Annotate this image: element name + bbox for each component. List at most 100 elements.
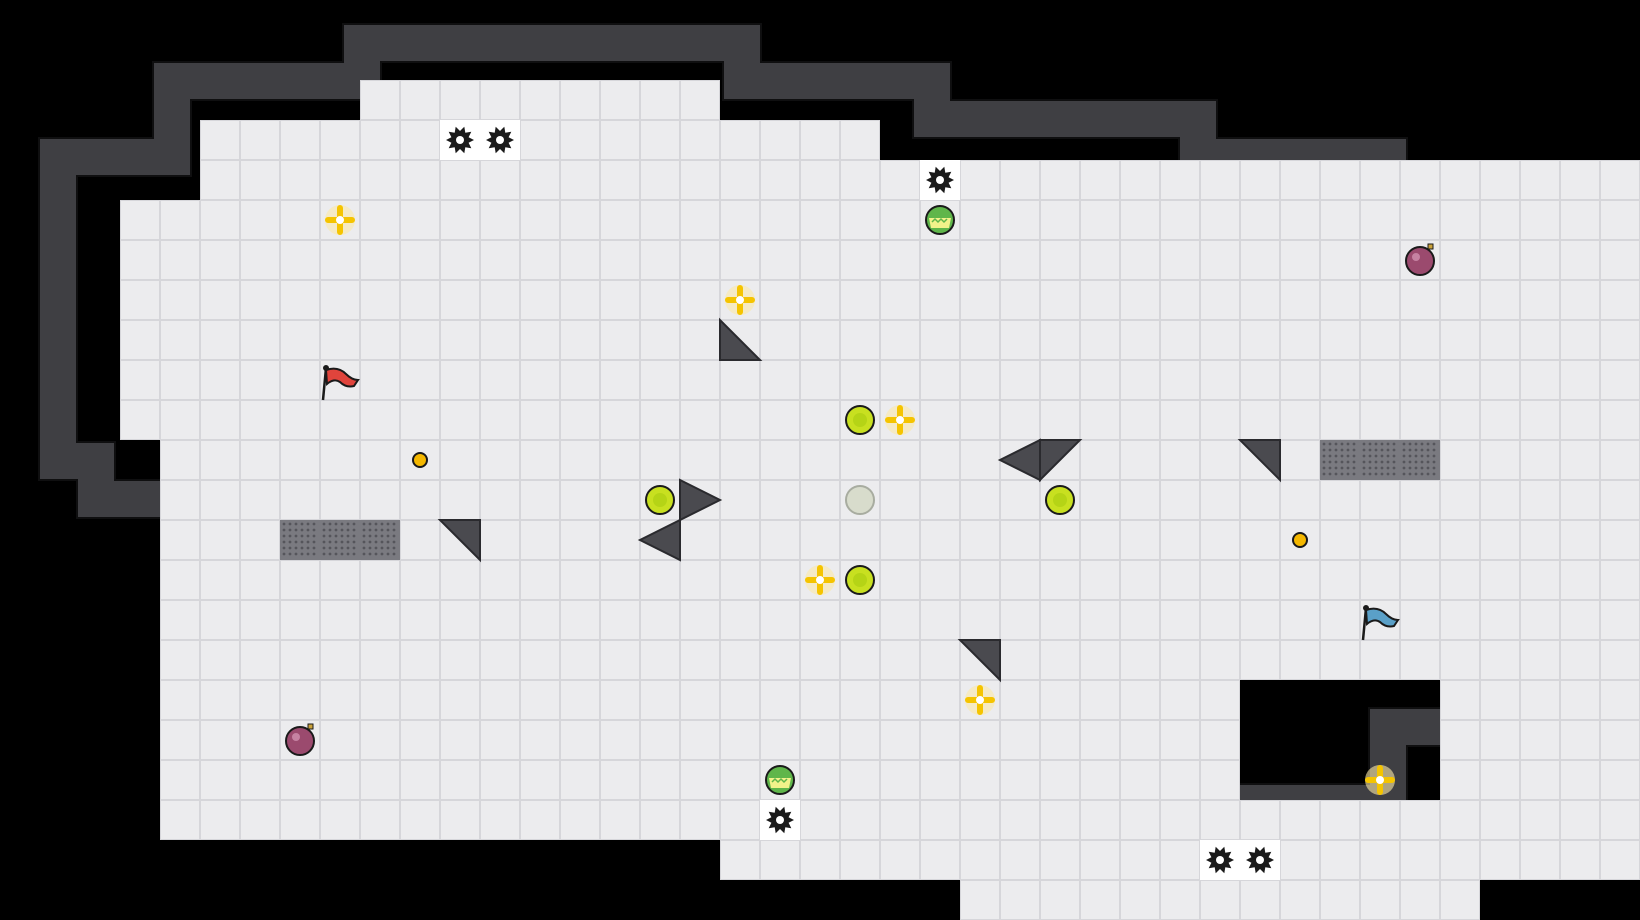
grate-hole — [1334, 460, 1338, 464]
grate-hole — [1346, 472, 1350, 476]
floor-tile — [1040, 560, 1080, 600]
grate-hole — [1368, 472, 1372, 476]
floor-tile — [640, 80, 680, 120]
grid-cell — [480, 600, 520, 640]
grid-cell — [1080, 440, 1120, 480]
grid-cell — [1560, 760, 1600, 800]
floor-tile — [1080, 840, 1120, 880]
grate-hole — [1374, 442, 1378, 446]
grate-hole — [362, 528, 366, 532]
floor-tile — [240, 720, 280, 760]
grate-hole — [346, 546, 350, 550]
grid-cell — [1000, 400, 1040, 440]
floor-tile — [600, 80, 640, 120]
grid-cell — [280, 400, 320, 440]
grid-cell — [920, 520, 960, 560]
floor-tile — [1480, 760, 1520, 800]
tile-layer — [280, 317, 1440, 683]
grid-cell — [480, 160, 520, 200]
grid-cell — [560, 280, 600, 320]
grid-cell — [1280, 400, 1320, 440]
grid-cell — [1120, 160, 1160, 200]
floor-tile — [240, 480, 280, 520]
floor-tile — [160, 320, 200, 360]
grate-hole — [1340, 472, 1344, 476]
grid-cell — [1200, 200, 1240, 240]
floor-tile — [480, 160, 520, 200]
grid-cell — [1360, 320, 1400, 360]
grate-hole — [340, 552, 344, 556]
floor-tile — [280, 280, 320, 320]
floor-tile — [600, 400, 640, 440]
floor-tile — [1080, 240, 1120, 280]
floor-tile — [800, 280, 840, 320]
floor-tile — [1160, 720, 1200, 760]
grid-cell — [1440, 560, 1480, 600]
floor-tile — [1440, 800, 1480, 840]
grate-hole — [334, 546, 338, 550]
grid-cell — [840, 320, 880, 360]
floor-tile — [960, 280, 1000, 320]
grid-cell — [920, 480, 960, 520]
floor-tile — [280, 640, 320, 680]
floor-tile — [600, 160, 640, 200]
grid-cell — [240, 160, 280, 200]
grid-cell — [840, 120, 880, 160]
floor-tile — [1560, 360, 1600, 400]
floor-tile — [960, 360, 1000, 400]
grid-cell — [1280, 840, 1320, 880]
grid-cell — [520, 800, 560, 840]
grate-hole — [334, 528, 338, 532]
floor-tile — [1440, 680, 1480, 720]
floor-tile — [320, 560, 360, 600]
floor-tile — [880, 240, 920, 280]
floor-tile — [1040, 600, 1080, 640]
spike-icon — [920, 160, 960, 200]
floor-tile — [1560, 320, 1600, 360]
floor-tile — [360, 800, 400, 840]
floor-tile — [560, 680, 600, 720]
floor-tile — [1040, 760, 1080, 800]
grate-hole — [1334, 454, 1338, 458]
floor-tile — [1080, 640, 1120, 680]
floor-tile — [1200, 280, 1240, 320]
floor-tile — [720, 600, 760, 640]
grid-cell — [1160, 360, 1200, 400]
floor-tile — [240, 600, 280, 640]
floor-tile — [640, 800, 680, 840]
grid-cell — [1320, 400, 1360, 440]
grate-hole — [328, 522, 332, 526]
floor-tile — [600, 800, 640, 840]
floor-tile — [1400, 360, 1440, 400]
grid-cell — [1320, 280, 1360, 320]
floor-tile — [1480, 840, 1520, 880]
grid-cell — [1160, 480, 1200, 520]
grate-hole — [346, 522, 350, 526]
grid-cell — [920, 560, 960, 600]
grid-cell — [240, 720, 280, 760]
floor-tile — [240, 560, 280, 600]
floor-tile — [440, 360, 480, 400]
floor-tile — [1360, 880, 1400, 920]
floor-tile — [720, 760, 760, 800]
grid-cell — [1080, 480, 1120, 520]
floor-tile — [1200, 480, 1240, 520]
grid-cell — [1040, 760, 1080, 800]
grid-cell — [240, 280, 280, 320]
floor-tile — [800, 520, 840, 560]
grid-cell — [1160, 680, 1200, 720]
grate-hole — [334, 552, 338, 556]
grate-hole — [1408, 460, 1412, 464]
grid-cell — [1320, 640, 1360, 680]
grate-hole — [1380, 442, 1384, 446]
floor-tile — [200, 280, 240, 320]
grid-cell — [240, 640, 280, 680]
floor-tile — [1480, 560, 1520, 600]
floor-tile — [1080, 760, 1120, 800]
floor-tile — [160, 200, 200, 240]
grid-cell — [1480, 280, 1520, 320]
grid-cell — [1520, 600, 1560, 640]
wall-triangle — [679, 478, 723, 522]
grate-hole — [1408, 448, 1412, 452]
floor-tile — [1440, 280, 1480, 320]
